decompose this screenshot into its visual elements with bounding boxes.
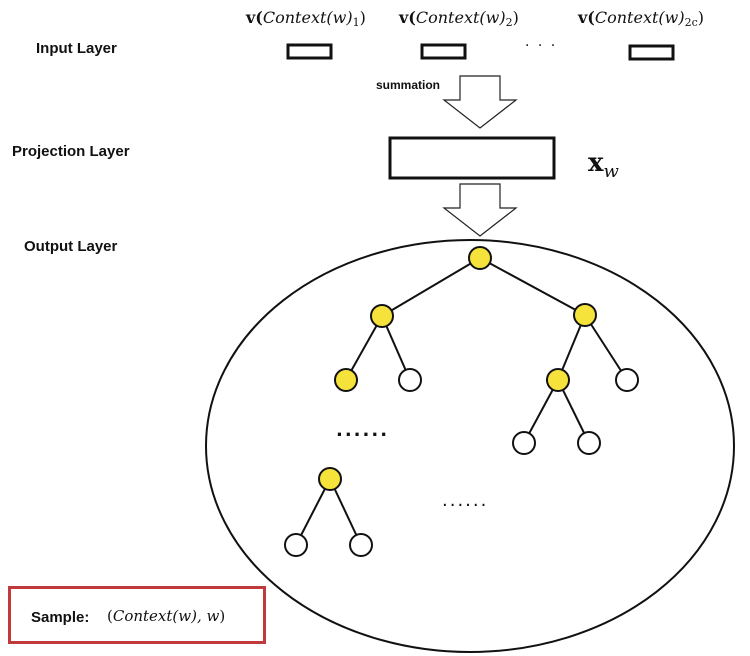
tree-node-leaf [284,533,308,557]
tree-edge [295,478,331,546]
tree-node-leaf [512,431,536,455]
tree-edge [345,315,383,381]
tree-node-leaf [577,431,601,455]
projection-box [388,136,556,180]
summation-label: summation [376,78,441,92]
input-vector-label-2c: v(Context(w)2c) [578,8,705,29]
input-layer-label: Input Layer [36,40,117,57]
output-layer-ellipse [205,239,735,653]
input-box-2 [420,43,467,60]
tree-node-highlighted [573,303,597,327]
tree-node-leaf [349,533,373,557]
tree-node-leaf [615,368,639,392]
tree-node-highlighted [370,304,394,328]
tree-node-root [468,246,492,270]
tree-ellipsis-right: ...... [442,490,489,511]
tree-ellipsis-left: ...... [336,420,390,441]
input-ellipsis: · · · [525,38,558,54]
output-layer-label: Output Layer [24,238,118,255]
input-box-2c [628,44,675,61]
tree-node-highlighted [334,368,358,392]
input-vector-label-2: v(Context(w)2) [399,8,519,29]
tree-node-leaf [398,368,422,392]
tree-edge [329,478,362,546]
input-vector-label-1: v(Context(w)1) [246,8,366,29]
tree-edge [479,257,586,316]
sample-formula: (Context(w), w) [107,607,226,625]
sample-label: Sample: [31,609,90,626]
projection-layer-label: Projection Layer [12,143,130,160]
tree-node-highlighted [318,467,342,491]
sample-box: Sample: (Context(w), w) [8,586,266,644]
tree-node-highlighted [546,368,570,392]
tree-edge [584,314,628,381]
summation-arrow [442,75,518,129]
input-box-1 [286,43,333,60]
tree-edge [381,257,481,317]
projection-vector-label: xw [588,148,619,182]
projection-output-arrow [442,183,518,237]
